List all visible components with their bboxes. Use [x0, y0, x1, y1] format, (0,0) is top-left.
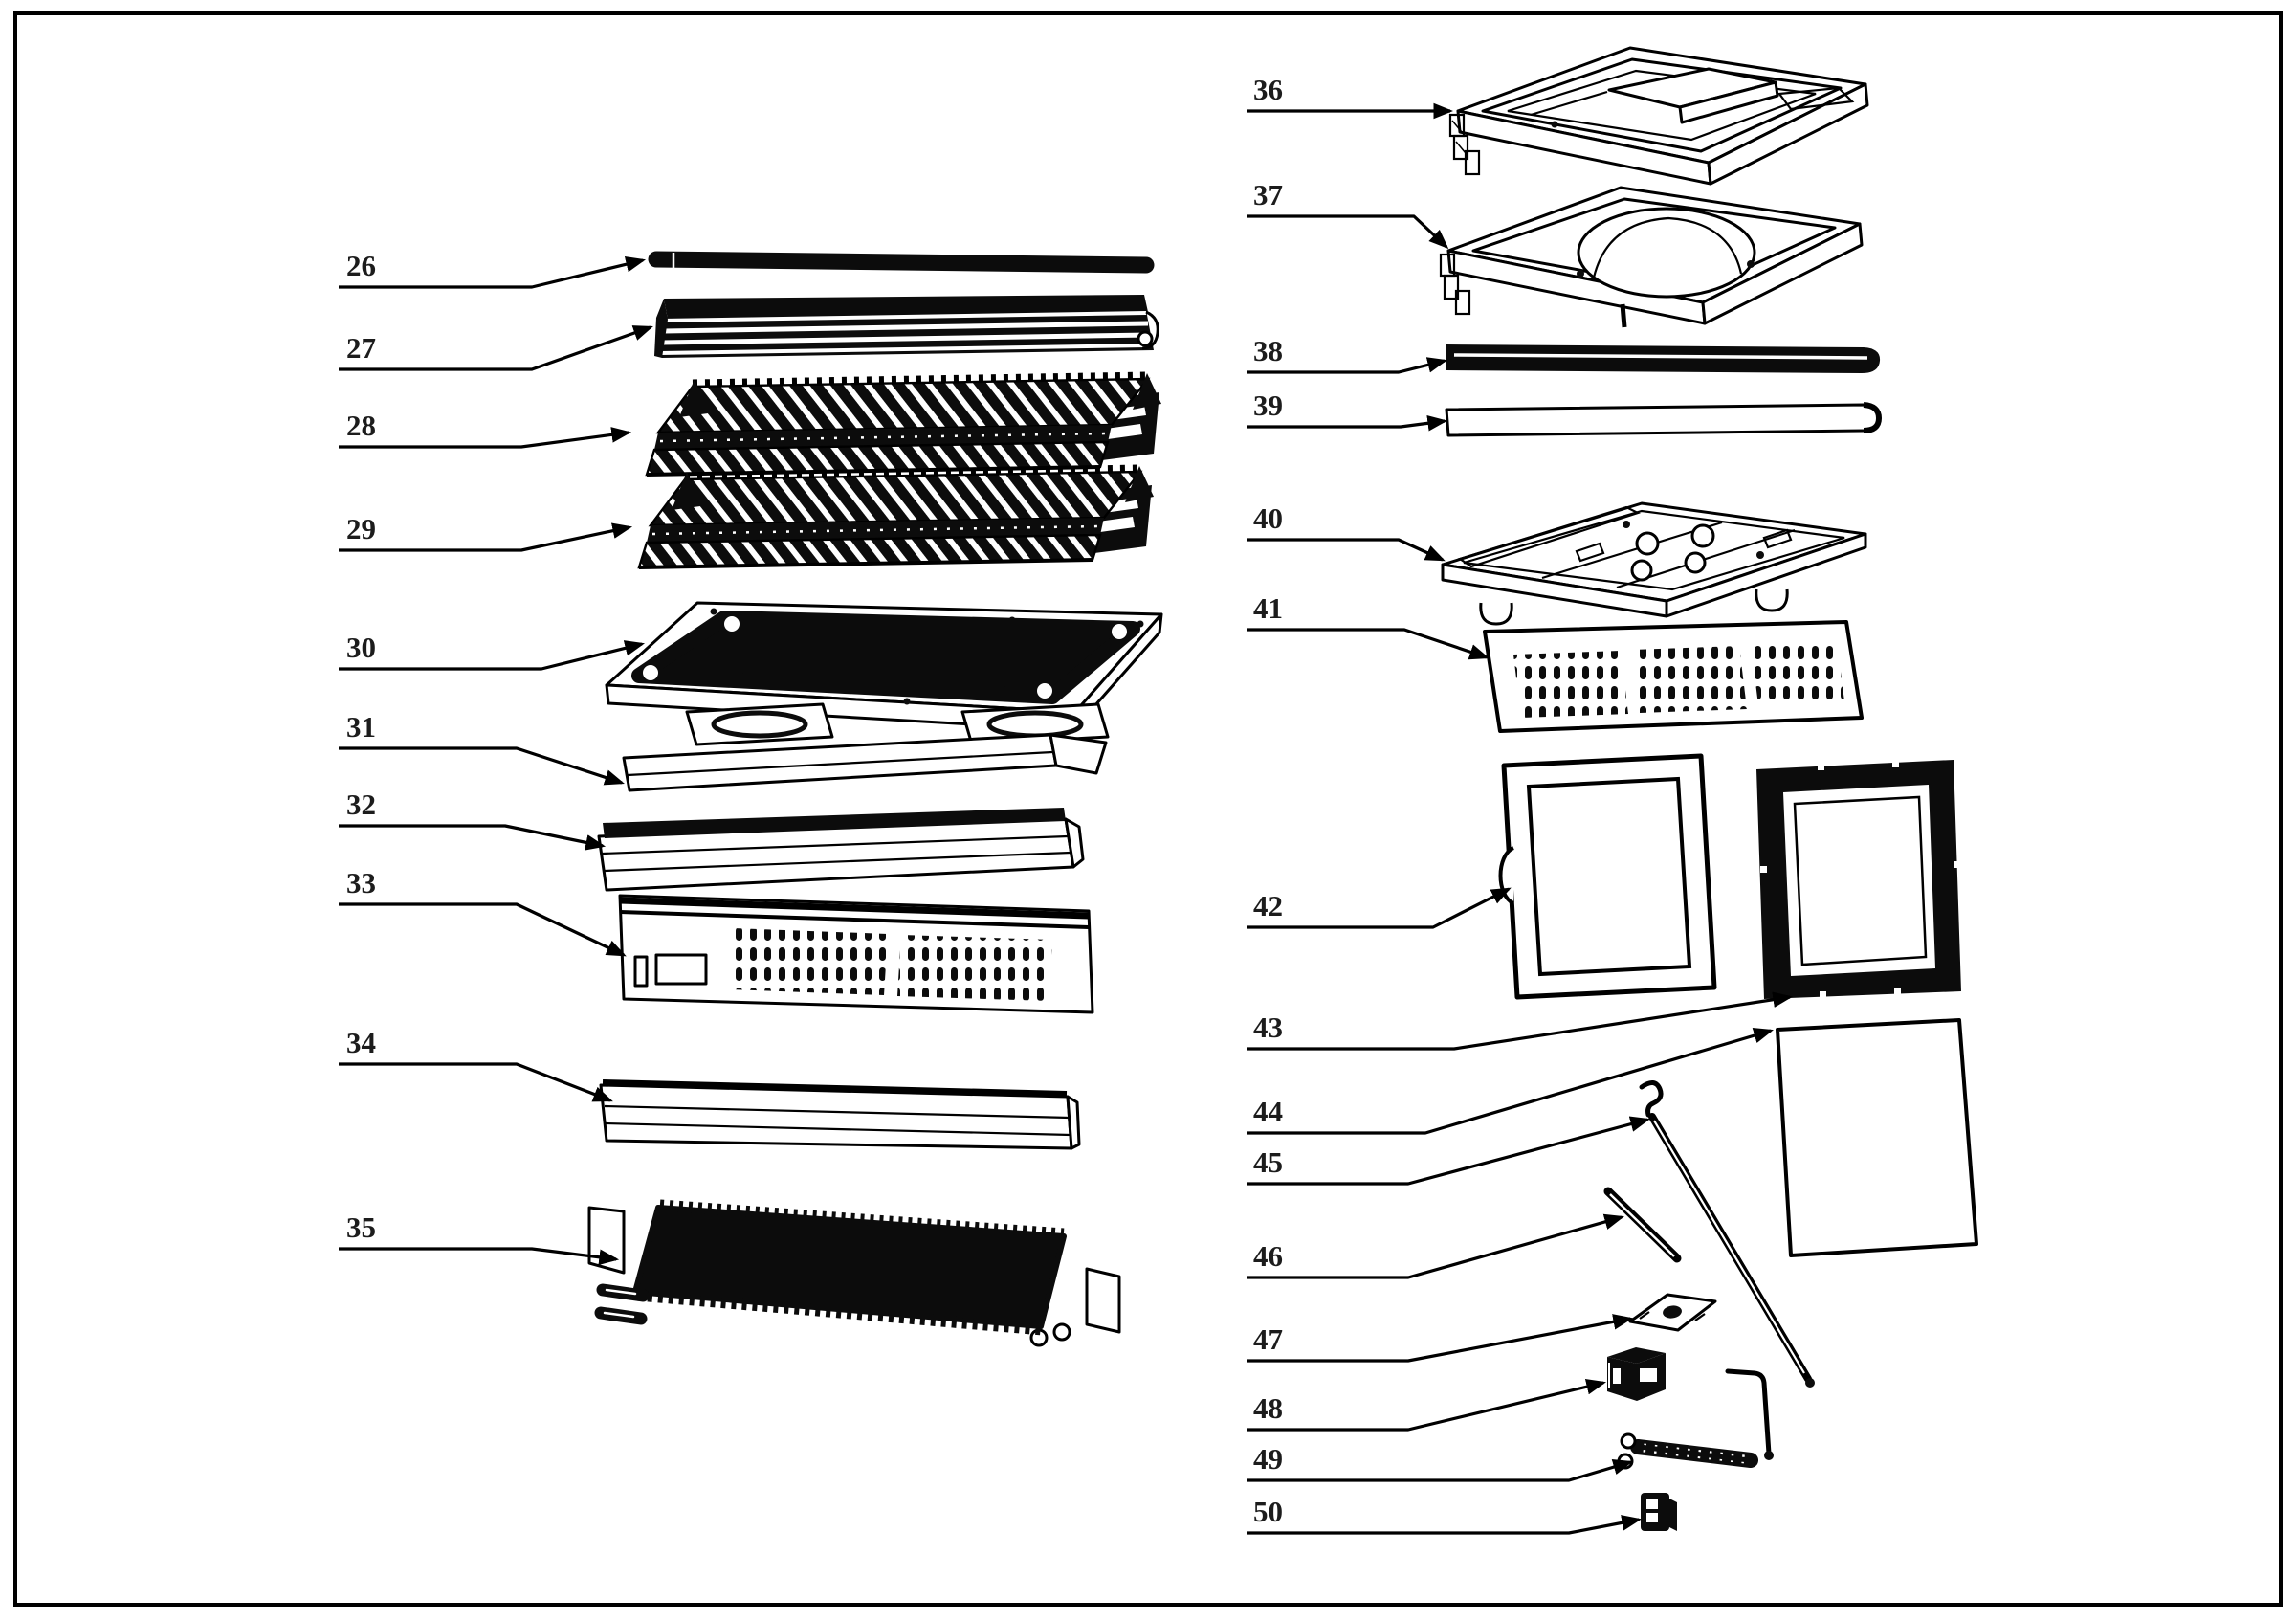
leader-line-40 — [1247, 538, 1446, 562]
part-label-30: 30 — [346, 631, 376, 664]
leader-line-50 — [1247, 1515, 1643, 1535]
leader-line-31 — [339, 746, 625, 786]
part-39-drawing — [1445, 402, 1883, 437]
part-46-drawing — [1603, 1187, 1682, 1263]
page-border — [13, 11, 2283, 1607]
part-label-50: 50 — [1253, 1495, 1283, 1528]
part-label-34: 34 — [346, 1026, 376, 1059]
part-label-27: 27 — [346, 331, 376, 365]
part-47-drawing — [1628, 1293, 1717, 1332]
leader-line-49 — [1247, 1459, 1633, 1482]
part-33-drawing — [618, 894, 1094, 1014]
part-label-44: 44 — [1253, 1095, 1283, 1128]
part-label-49: 49 — [1253, 1442, 1283, 1476]
part-48-drawing — [1607, 1347, 1666, 1401]
part-label-46: 46 — [1253, 1239, 1283, 1273]
part-label-37: 37 — [1253, 178, 1283, 211]
leader-line-45 — [1247, 1116, 1651, 1186]
part-44-drawing — [1776, 1018, 1978, 1257]
part-label-31: 31 — [346, 710, 376, 744]
part-28-drawing — [647, 373, 1161, 475]
part-40-drawing — [1441, 501, 1867, 626]
part-29-drawing — [639, 466, 1154, 567]
part-36-drawing — [1448, 46, 1869, 186]
part-label-26: 26 — [346, 249, 376, 282]
leader-line-44 — [1247, 1028, 1774, 1135]
part-32-drawing — [597, 808, 1085, 892]
leader-line-33 — [339, 902, 627, 957]
part-label-39: 39 — [1253, 389, 1283, 422]
part-label-32: 32 — [346, 788, 376, 821]
part-label-40: 40 — [1253, 501, 1283, 535]
leader-line-39 — [1247, 415, 1448, 432]
part-27-drawing — [654, 295, 1159, 358]
leader-line-27 — [339, 325, 653, 371]
part-label-36: 36 — [1253, 73, 1283, 106]
leader-line-43 — [1247, 991, 1794, 1051]
leader-line-37 — [1247, 214, 1449, 250]
leader-line-41 — [1247, 628, 1490, 660]
part-label-29: 29 — [346, 512, 376, 545]
part-50-drawing — [1641, 1493, 1677, 1531]
part-label-38: 38 — [1253, 334, 1283, 367]
part-34-drawing — [599, 1079, 1081, 1150]
part-41-drawing — [1483, 620, 1864, 733]
part-45-drawing — [1639, 1080, 1815, 1388]
leader-line-34 — [339, 1062, 613, 1102]
leader-line-42 — [1247, 887, 1512, 929]
part-26-drawing — [648, 251, 1155, 274]
leader-line-30 — [339, 640, 646, 671]
part-label-35: 35 — [346, 1210, 376, 1244]
part-37-drawing — [1439, 186, 1864, 328]
leader-line-29 — [339, 522, 633, 552]
leader-line-48 — [1247, 1379, 1607, 1432]
leader-line-32 — [339, 824, 607, 851]
part-label-43: 43 — [1253, 1010, 1283, 1044]
leader-line-47 — [1247, 1314, 1634, 1363]
part-42-drawing — [1498, 753, 1717, 1000]
part-43-drawing — [1756, 760, 1961, 999]
leader-line-35 — [339, 1247, 620, 1266]
part-label-33: 33 — [346, 866, 376, 899]
part-label-48: 48 — [1253, 1391, 1283, 1425]
leader-line-28 — [339, 427, 632, 449]
leader-line-46 — [1247, 1213, 1625, 1279]
part-label-42: 42 — [1253, 889, 1283, 922]
leader-line-26 — [339, 256, 647, 289]
part-35-drawing — [587, 1199, 1121, 1347]
part-38-drawing — [1446, 344, 1881, 373]
callouts-layer: 26 27 28 29 30 31 32 33 34 35 36 37 38 39 40 41 42 43 44 45… — [339, 73, 1794, 1535]
part-31-drawing — [622, 702, 1110, 792]
leader-line-38 — [1247, 357, 1448, 374]
part-30-drawing — [605, 601, 1163, 732]
part-label-47: 47 — [1253, 1322, 1283, 1356]
part-label-28: 28 — [346, 409, 376, 442]
part-label-45: 45 — [1253, 1145, 1283, 1179]
part-label-41: 41 — [1253, 591, 1283, 625]
